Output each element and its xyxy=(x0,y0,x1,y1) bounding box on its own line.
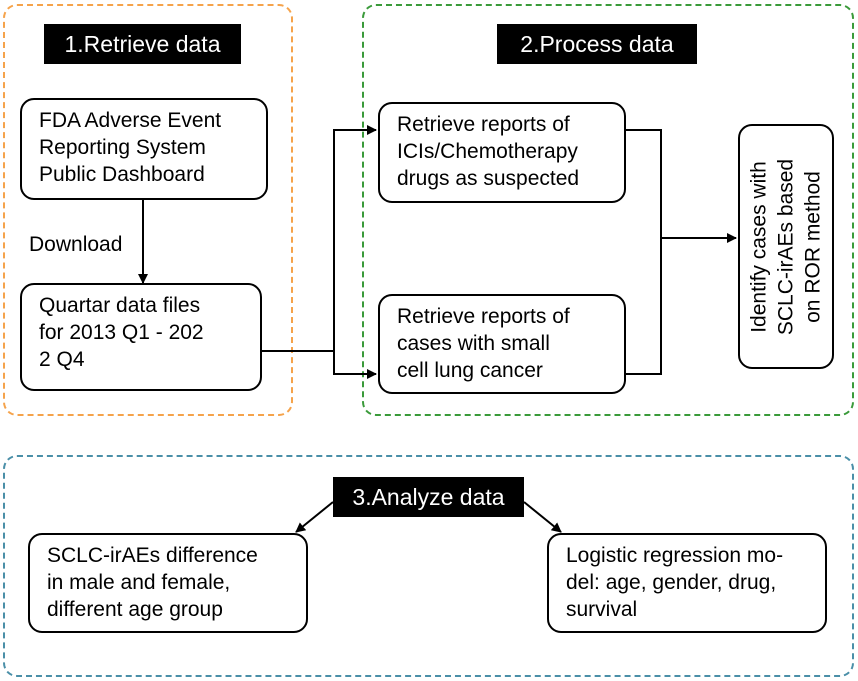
identify-sclc-iraes-box: Identify cases with SCLC-irAEs based on … xyxy=(738,124,834,369)
download-label: Download xyxy=(29,233,123,256)
identify-sclc-iraes-label: Identify cases with SCLC-irAEs based on … xyxy=(747,158,825,335)
retrieve-data-header: 1.Retrieve data xyxy=(44,24,241,64)
merge-top-line xyxy=(626,129,662,375)
fork-down-arrow xyxy=(333,351,377,379)
ici-chemo-reports-box: Retrieve reports of ICIs/Chemotherapy dr… xyxy=(378,102,626,203)
fork-up-arrow xyxy=(333,125,377,375)
analyze-data-panel xyxy=(3,455,854,677)
sex-age-difference-box: SCLC-irAEs difference in male and female… xyxy=(28,533,308,633)
retrieve-data-panel xyxy=(3,4,293,416)
analyze-right-arrow xyxy=(523,501,562,533)
quarter-data-files-box: Quartar data files for 2013 Q1 - 202 2 Q… xyxy=(20,283,262,391)
process-data-panel xyxy=(362,4,854,416)
sclc-reports-box: Retrieve reports of cases with small cel… xyxy=(378,294,626,394)
faers-dashboard-box: FDA Adverse Event Reporting System Publi… xyxy=(20,98,268,200)
analyze-data-header: 3.Analyze data xyxy=(333,477,524,517)
process-data-header: 2.Process data xyxy=(497,24,697,64)
logistic-regression-box: Logistic regression mo- del: age, gender… xyxy=(547,533,827,633)
analyze-left-arrow xyxy=(295,501,334,533)
